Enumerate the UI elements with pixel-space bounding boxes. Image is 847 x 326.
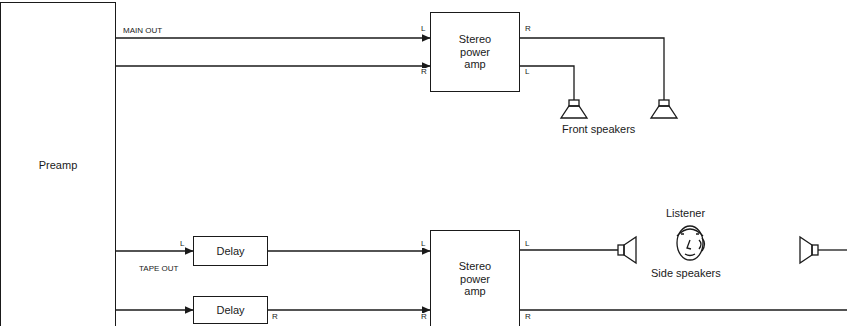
signal-name: R	[271, 313, 279, 321]
side-speaker	[618, 237, 636, 263]
signal-name: L	[420, 240, 426, 248]
signal-name: R	[524, 25, 532, 33]
front-speaker	[561, 100, 587, 118]
caption-label: Side speakers	[650, 268, 722, 279]
box-label: Stereo power amp	[450, 260, 500, 298]
signal-name: TAPE OUT	[138, 265, 179, 273]
caption-label: Listener	[665, 208, 706, 219]
process-box: Stereo power amp	[430, 230, 520, 326]
preamp-box: Preamp	[0, 2, 116, 326]
front-speaker	[651, 100, 677, 118]
signal-line	[116, 65, 430, 66]
side-speaker	[800, 237, 818, 263]
signal-name: L	[524, 68, 530, 76]
signal-name: R	[420, 68, 428, 76]
signal-line	[116, 250, 193, 251]
speaker-wire	[520, 309, 847, 310]
process-box: Delay	[193, 236, 268, 266]
box-label: Stereo power amp	[450, 33, 500, 71]
box-label: Preamp	[39, 159, 78, 172]
signal-name: R	[420, 313, 428, 321]
signal-line	[116, 309, 193, 310]
speaker-wire	[818, 249, 847, 250]
process-box: Stereo power amp	[430, 12, 520, 92]
caption-label: Front speakers	[561, 124, 636, 135]
box-label: Delay	[216, 245, 244, 258]
process-box: Delay	[193, 296, 268, 324]
box-label: Delay	[216, 304, 244, 317]
signal-name: MAIN OUT	[122, 27, 163, 35]
signal-name: R	[524, 313, 532, 321]
speaker-wire	[520, 38, 664, 100]
signal-line	[268, 250, 430, 251]
listener-head	[677, 226, 705, 260]
signal-line	[116, 37, 430, 38]
signal-name: L	[524, 240, 530, 248]
signal-line	[268, 309, 430, 310]
speaker-wire	[520, 66, 574, 100]
speaker-wire	[520, 249, 618, 250]
signal-name: L	[420, 25, 426, 33]
signal-name: L	[179, 240, 185, 248]
